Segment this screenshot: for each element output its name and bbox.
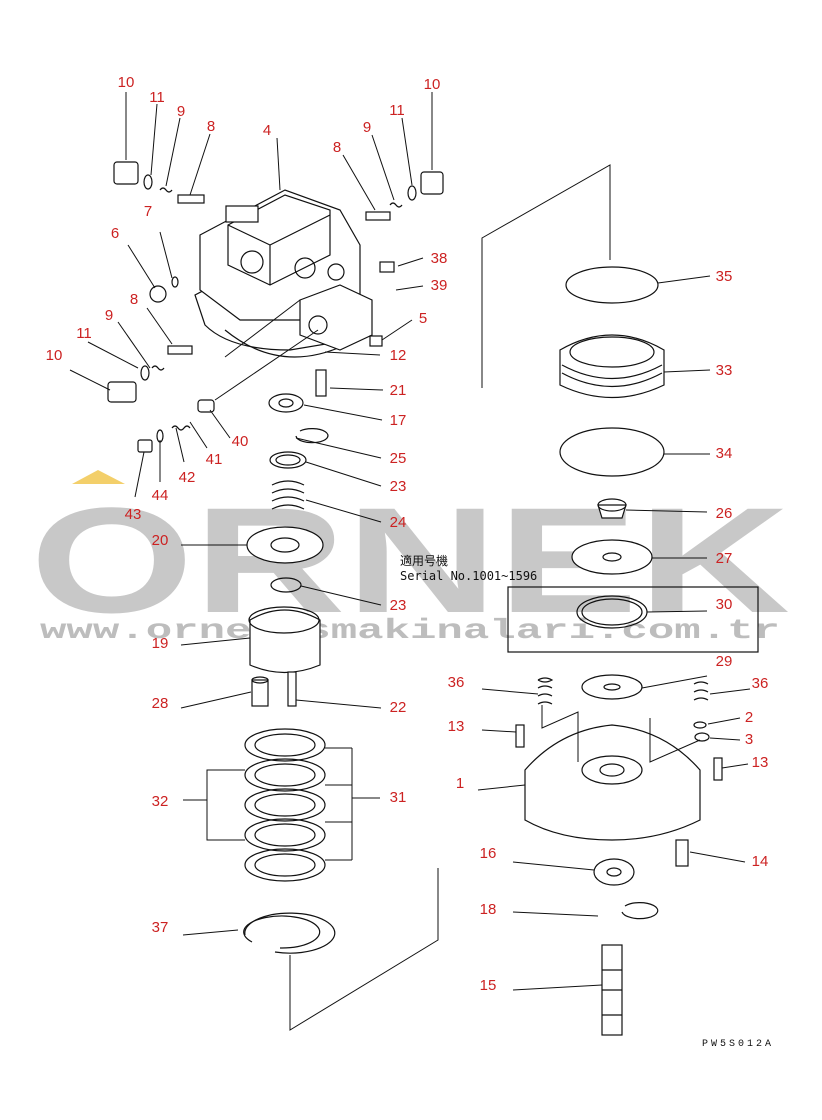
callout-43: 43	[125, 506, 142, 523]
callout-38: 38	[431, 250, 448, 267]
watermark-url: www.ornekismakinalari.com.tr	[40, 616, 780, 647]
drawing-code: PW5S012A	[702, 1039, 774, 1050]
callout-8: 8	[130, 291, 138, 308]
callout-14: 14	[752, 853, 769, 870]
callout-21: 21	[390, 382, 407, 399]
callout-11: 11	[149, 89, 165, 106]
callout-11: 11	[76, 325, 92, 342]
watermark: ORNEK www.ornekismakinalari.com.tr	[30, 470, 790, 647]
callout-13: 13	[448, 718, 465, 735]
watermark-brand: ORNEK	[30, 476, 790, 644]
callout-24: 24	[390, 514, 407, 531]
callout-18: 18	[480, 901, 497, 918]
callout-9: 9	[105, 307, 113, 324]
callout-9: 9	[177, 103, 185, 120]
watermark-logo-mark	[72, 470, 125, 484]
callout-35: 35	[716, 268, 733, 285]
callout-22: 22	[390, 699, 407, 716]
callout-37: 37	[152, 919, 169, 936]
leader-lines	[69, 92, 751, 991]
callout-30: 30	[716, 596, 733, 613]
serial-note-text: Serial No.1001~1596	[400, 569, 537, 583]
callout-44: 44	[152, 487, 169, 504]
callout-10: 10	[46, 347, 63, 364]
callout-11: 11	[389, 102, 405, 119]
callout-28: 28	[152, 695, 169, 712]
motor-housing-assembly	[194, 189, 395, 358]
callout-29: 29	[716, 653, 733, 670]
callout-19: 19	[152, 635, 169, 652]
callout-36: 36	[752, 675, 769, 692]
callout-42: 42	[179, 469, 196, 486]
callout-31: 31	[390, 789, 407, 806]
callout-40: 40	[232, 433, 249, 450]
callout-27: 27	[716, 550, 733, 567]
left-column-parts	[243, 393, 336, 954]
callout-8: 8	[207, 118, 215, 135]
callout-23: 23	[390, 597, 407, 614]
callout-6: 6	[111, 225, 119, 242]
serial-note-japanese: 適用号機	[400, 553, 448, 568]
callout-4: 4	[263, 122, 271, 139]
serial-note: 適用号機 Serial No.1001~1596	[400, 553, 759, 653]
right-column-parts	[515, 266, 723, 1036]
bracket-lines	[289, 164, 611, 1031]
callout-10: 10	[424, 76, 441, 93]
callout-36: 36	[448, 674, 465, 691]
callout-34: 34	[716, 445, 733, 462]
callout-33: 33	[716, 362, 733, 379]
callout-32: 32	[152, 793, 169, 810]
upper-fittings	[107, 161, 444, 453]
callout-17: 17	[390, 412, 407, 429]
callouts: 10 11 9 8 4 8 9 11 10 7 6 38 39 8 9 11 1…	[46, 74, 769, 994]
callout-15: 15	[480, 977, 497, 994]
callout-25: 25	[390, 450, 407, 467]
callout-8: 8	[333, 139, 341, 156]
serial-range-box	[507, 586, 759, 653]
callout-41: 41	[206, 451, 223, 468]
callout-9: 9	[363, 119, 371, 136]
callout-3: 3	[745, 731, 753, 748]
callout-7: 7	[144, 203, 152, 220]
callout-16: 16	[480, 845, 497, 862]
callout-39: 39	[431, 277, 448, 294]
callout-5: 5	[419, 310, 427, 327]
callout-23: 23	[390, 478, 407, 495]
callout-12: 12	[390, 347, 407, 364]
callout-10: 10	[118, 74, 135, 91]
callout-2: 2	[745, 709, 753, 726]
callout-1: 1	[456, 775, 464, 792]
callout-20: 20	[152, 532, 169, 549]
callout-26: 26	[716, 505, 733, 522]
callout-13: 13	[752, 754, 769, 771]
